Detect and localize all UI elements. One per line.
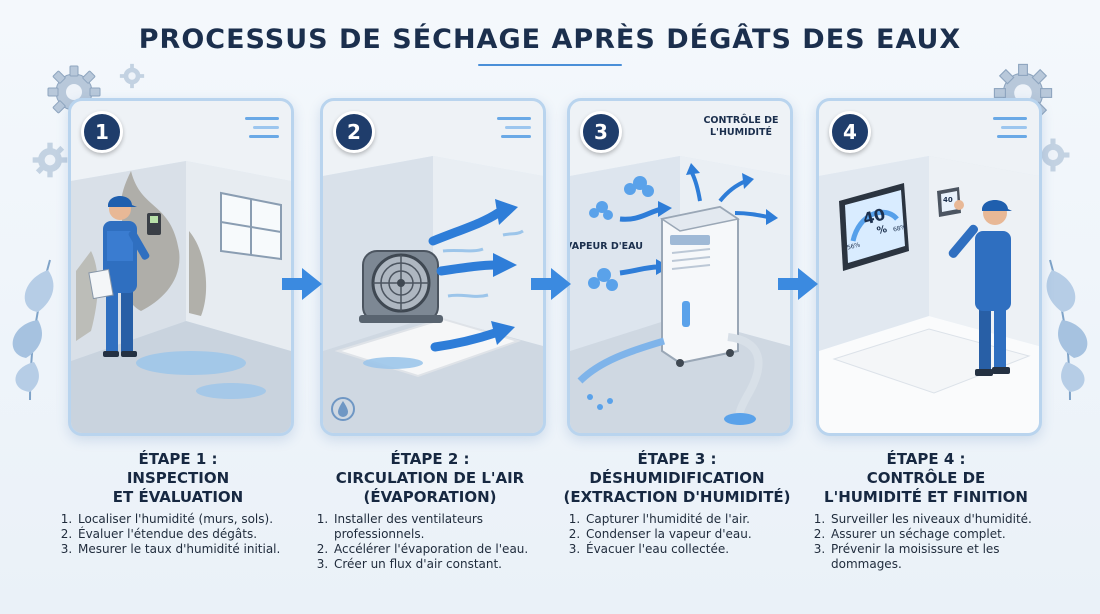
step-4-heading: ÉTAPE 4 : CONTRÔLE DE L'HUMIDITÉ ET FINI… (801, 450, 1051, 507)
step-subtitle-line: DÉSHUMIDIFICATION (589, 469, 765, 487)
list-item: Localiser l'humidité (murs, sols). (76, 512, 308, 527)
title-underline (478, 64, 622, 66)
step-subtitle-line: CONTRÔLE DE (866, 469, 986, 487)
list-item: Condenser la vapeur d'eau. (584, 527, 794, 542)
step-1-panel: 1 (68, 98, 294, 436)
gear-icon (1036, 138, 1070, 172)
step-2-panel: 2 (320, 98, 546, 436)
fan-icon (359, 250, 443, 323)
step-label: ÉTAPE 2 : (390, 450, 470, 468)
list-item: Capturer l'humidité de l'air. (584, 512, 794, 527)
water-drop-icon (331, 397, 355, 421)
step-1-heading: ÉTAPE 1 : INSPECTION ET ÉVALUATION (53, 450, 303, 507)
decorative-lines (245, 117, 279, 144)
list-item: Créer un flux d'air constant. (332, 557, 532, 572)
step-1-illustration (71, 101, 291, 433)
step-label: ÉTAPE 1 : (138, 450, 218, 468)
step-label: ÉTAPE 3 : (637, 450, 717, 468)
step-4-list: Surveiller les niveaux d'humidité. Assur… (811, 512, 1051, 572)
step-2-illustration (323, 101, 543, 433)
decorative-lines (497, 117, 531, 144)
arrow-right-icon (282, 268, 322, 300)
wall-display-value: 40 (943, 196, 953, 204)
arrow-right-icon (531, 268, 571, 300)
decorative-lines (993, 117, 1027, 144)
step-number-badge: 1 (81, 111, 123, 153)
step-subtitle-line: INSPECTION (126, 469, 230, 487)
step-4-panel: 4 40 % 56% 68% 40 (816, 98, 1042, 436)
step-subtitle-line: ET ÉVALUATION (112, 488, 244, 506)
step-subtitle-line: (EXTRACTION D'HUMIDITÉ) (563, 488, 791, 506)
page-title: PROCESSUS DE SÉCHAGE APRÈS DÉGÂTS DES EA… (138, 24, 962, 55)
step-3-list: Capturer l'humidité de l'air. Condenser … (566, 512, 794, 557)
leaf-icon (1046, 259, 1088, 400)
step-number-badge: 4 (829, 111, 871, 153)
list-item: Mesurer le taux d'humidité initial. (76, 542, 308, 557)
step-2-list: Installer des ventilateurs professionnel… (314, 512, 532, 572)
humidity-control-callout: CONTRÔLE DE L'HUMIDITÉ (703, 115, 779, 138)
step-number-badge: 2 (333, 111, 375, 153)
step-3-heading: ÉTAPE 3 : DÉSHUMIDIFICATION (EXTRACTION … (552, 450, 802, 507)
list-item: Accélérer l'évaporation de l'eau. (332, 542, 532, 557)
step-1-list: Localiser l'humidité (murs, sols). Évalu… (58, 512, 308, 557)
hygrometer-icon (839, 183, 909, 271)
step-3-illustration (570, 101, 790, 433)
list-item: Évacuer l'eau collectée. (584, 542, 794, 557)
list-item: Prévenir la moisissure et les dommages. (829, 542, 1051, 572)
list-item: Surveiller les niveaux d'humidité. (829, 512, 1051, 527)
gear-icon (32, 142, 68, 178)
dehumidifier-icon (660, 205, 740, 367)
step-subtitle-line: (ÉVAPORATION) (363, 488, 497, 506)
list-item: Assurer un séchage complet. (829, 527, 1051, 542)
arrow-right-icon (778, 268, 818, 300)
leaf-icon (12, 259, 54, 400)
step-4-illustration (819, 101, 1039, 433)
water-vapor-callout: VAPEUR D'EAU (567, 241, 643, 252)
step-label: ÉTAPE 4 : (886, 450, 966, 468)
step-3-panel: 3 CONTRÔLE DE L'HUMIDITÉ VAPEUR D'EAU (567, 98, 793, 436)
step-2-heading: ÉTAPE 2 : CIRCULATION DE L'AIR (ÉVAPORAT… (305, 450, 555, 507)
list-item: Évaluer l'étendue des dégâts. (76, 527, 308, 542)
list-item: Installer des ventilateurs professionnel… (332, 512, 532, 542)
step-number-badge: 3 (580, 111, 622, 153)
step-subtitle-line: L'HUMIDITÉ ET FINITION (824, 488, 1028, 506)
step-subtitle-line: CIRCULATION DE L'AIR (335, 469, 525, 487)
gear-icon (119, 63, 145, 89)
